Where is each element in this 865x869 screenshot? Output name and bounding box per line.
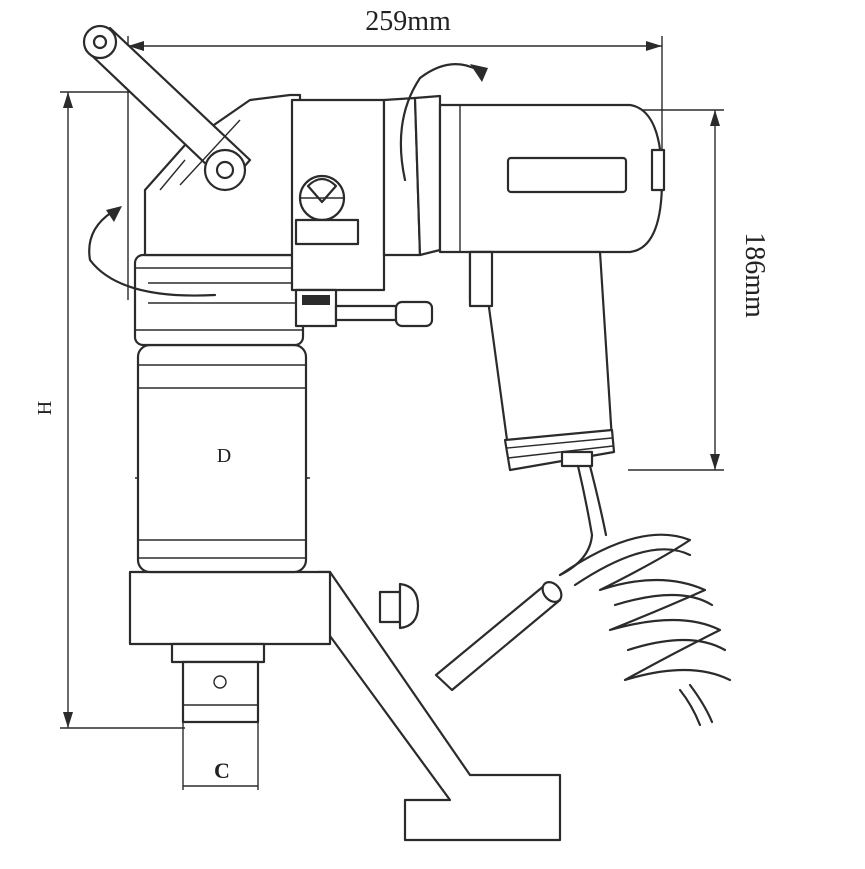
square-drive — [170, 642, 266, 724]
rotation-arrow-left — [88, 206, 217, 297]
motor-body — [413, 94, 666, 257]
dimension-square-drive — [182, 720, 259, 790]
air-hose — [558, 464, 732, 727]
square-drive-label: C — [214, 758, 230, 783]
width-label: 259mm — [365, 6, 451, 37]
rotation-arrow-top — [399, 63, 488, 182]
gearbox-base — [128, 570, 332, 646]
upper-collar — [133, 253, 305, 347]
pistol-grip — [468, 250, 616, 472]
head-housing — [143, 93, 434, 328]
dimension-total-height — [60, 91, 185, 729]
reaction-arm — [316, 570, 563, 842]
total-height-label: H — [34, 401, 56, 415]
multiplier-cylinder — [136, 343, 308, 574]
top-lever — [82, 24, 252, 192]
diameter-label: D — [217, 445, 231, 467]
height-186-label: 186mm — [739, 232, 770, 318]
dimension-height-186 — [628, 109, 724, 471]
